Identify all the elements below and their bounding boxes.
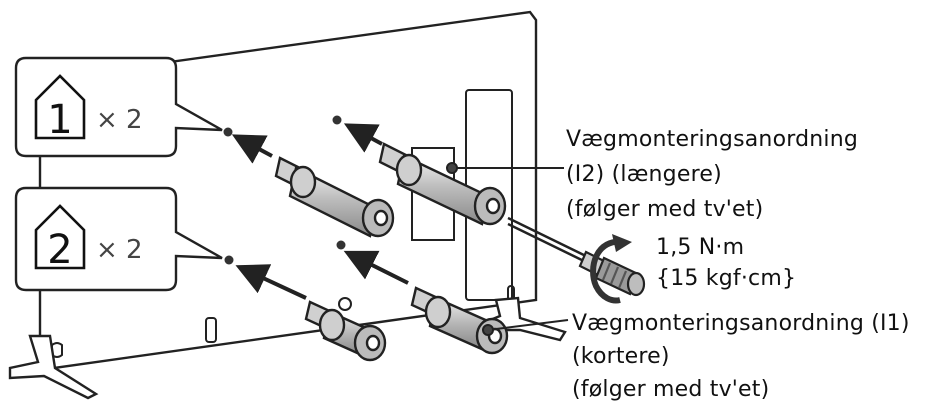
arrow-upper-right — [343, 123, 383, 153]
long-mount-part-left — [274, 156, 395, 238]
house-outline-icon — [34, 74, 86, 140]
upper-part-label-line1: Vægmonteringsanordning — [566, 127, 859, 152]
arrow-lower-left — [235, 264, 307, 300]
lower-part-label: Vægmonteringsanordning (I1) (kortere) (f… — [572, 310, 910, 403]
callout-2-number: 2 — [47, 227, 72, 273]
screwdriver — [507, 216, 646, 297]
house-outline-icon — [34, 204, 86, 270]
rotation-arrow-icon — [590, 234, 632, 304]
tv-stand-left — [8, 334, 99, 400]
torque-label: 1,5 N·m {15 kgf·cm} — [656, 234, 796, 292]
tv-stand-right — [488, 296, 567, 342]
insertion-arrows — [231, 123, 409, 300]
callout-2-quantity: × 2 — [96, 235, 143, 265]
long-mount-part-right — [378, 142, 507, 226]
torque-value-kgf: {15 kgf·cm} — [656, 266, 797, 291]
leader-lines — [446, 162, 569, 336]
screw-hole-lower-left — [224, 255, 234, 265]
upper-part-label: Vægmonteringsanordning (I2) (længere) (f… — [566, 126, 858, 223]
arrow-lower-right — [343, 250, 409, 285]
upper-part-label-line3: (følger med tv'et) — [566, 197, 764, 222]
callout-box-1: 1 × 2 — [14, 56, 223, 158]
short-mount-part-left — [304, 300, 387, 362]
arrow-upper-left — [231, 134, 273, 164]
callout-1-number: 1 — [47, 97, 72, 143]
screw-hole-upper-right — [332, 115, 342, 125]
lower-part-label-line2: (kortere) — [572, 344, 670, 369]
callout-box-2: 2 × 2 — [14, 186, 223, 292]
lower-part-label-line1: Vægmonteringsanordning (I1) — [572, 311, 910, 336]
callout-1-quantity: × 2 — [96, 105, 143, 135]
torque-value: 1,5 N·m — [656, 235, 745, 260]
screw-holes — [223, 115, 346, 265]
screw-hole-lower-right — [336, 240, 346, 250]
lower-part-label-line3: (følger med tv'et) — [572, 377, 770, 402]
screw-hole-upper-left — [223, 127, 233, 137]
upper-part-label-line2: (I2) (længere) — [566, 162, 722, 187]
short-mount-part-right — [410, 286, 509, 355]
leader-lower — [487, 319, 569, 331]
